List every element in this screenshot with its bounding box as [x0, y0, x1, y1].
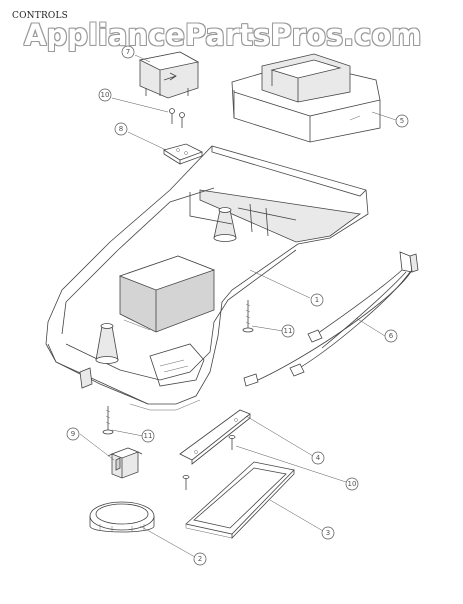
- callout-number: 11: [284, 327, 293, 335]
- callout-2: 2: [193, 552, 207, 566]
- callout-1: 1: [310, 293, 324, 307]
- part-5-cover: [231, 53, 381, 143]
- callout-circle: [281, 324, 295, 338]
- section-title: CONTROLS: [12, 11, 69, 21]
- callout-3: 3: [321, 526, 335, 540]
- callout-11: 11: [281, 324, 295, 338]
- callout-circle: [193, 552, 207, 566]
- part-10-screws-top: [169, 108, 185, 128]
- callout-6: 6: [384, 329, 398, 343]
- callout-circle: [66, 427, 80, 441]
- callout-circle: [345, 477, 359, 491]
- part-3-cover-plate: [185, 461, 295, 539]
- callout-number: 11: [144, 432, 153, 440]
- callout-8: 8: [114, 122, 128, 136]
- part-7-control-block: [138, 51, 200, 99]
- callout-circle: [321, 526, 335, 540]
- watermark-logo: AppliancePartsPros.com: [24, 18, 422, 52]
- callout-circle: [98, 88, 112, 102]
- part-1-base-tray: [45, 145, 369, 411]
- callout-circle: [121, 45, 135, 59]
- leader-lines: [79, 54, 397, 558]
- callout-number: 1: [315, 296, 319, 304]
- callout-circle: [311, 451, 325, 465]
- callout-circle: [310, 293, 324, 307]
- part-11-screw-right: [242, 300, 254, 333]
- callout-circle: [141, 429, 155, 443]
- callout-number: 8: [119, 125, 123, 133]
- callout-9: 9: [66, 427, 80, 441]
- part-9-switch: [107, 447, 143, 479]
- callout-circle: [384, 329, 398, 343]
- part-11-screw-left: [102, 406, 114, 435]
- callout-number: 2: [198, 555, 202, 563]
- callout-10: 10: [345, 477, 359, 491]
- callout-number: 9: [71, 430, 75, 438]
- callout-number: 10: [348, 480, 357, 488]
- callout-10: 10: [98, 88, 112, 102]
- callout-circle: [114, 122, 128, 136]
- callout-circle: [395, 114, 409, 128]
- callout-number: 5: [400, 117, 404, 125]
- callout-7: 7: [121, 45, 135, 59]
- part-6-wire-harness: [243, 251, 419, 387]
- part-4-bracket-strip: [179, 409, 251, 465]
- callout-number: 6: [389, 332, 394, 340]
- part-10-screws-bottom: [182, 435, 236, 490]
- callout-number: 3: [326, 529, 330, 537]
- callout-5: 5: [395, 114, 409, 128]
- callout-11: 11: [141, 429, 155, 443]
- callout-number: 4: [316, 454, 321, 462]
- callout-number: 10: [101, 91, 110, 99]
- part-8-bracket: [163, 143, 204, 165]
- part-2-ring: [89, 501, 155, 533]
- callout-4: 4: [311, 451, 325, 465]
- callout-number: 7: [126, 48, 130, 56]
